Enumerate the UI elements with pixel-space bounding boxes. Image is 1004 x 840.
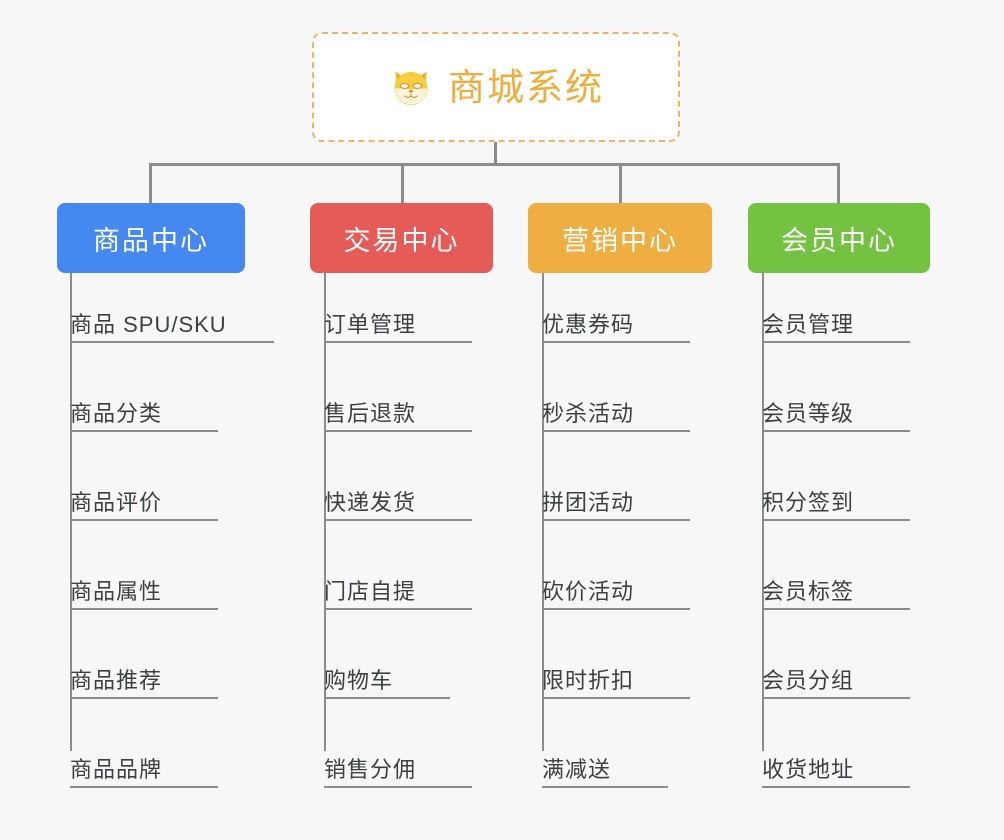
leaf-underline: [542, 430, 690, 432]
category-header-2[interactable]: 交易中心: [310, 203, 493, 273]
leaf-label: 商品 SPU/SKU: [70, 312, 227, 337]
leaf-label: 商品评价: [70, 490, 163, 515]
leaf-label: 商品品牌: [70, 757, 163, 782]
leaf-underline: [324, 430, 472, 432]
leaf-label: 商品分类: [70, 401, 163, 426]
root-node[interactable]: 商城系统: [312, 32, 680, 142]
trunk-line-4: [762, 273, 764, 751]
leaf-underline: [324, 608, 472, 610]
trunk-line-3: [542, 273, 544, 751]
leaf-label: 会员等级: [762, 401, 855, 426]
category-header-4[interactable]: 会员中心: [748, 203, 930, 273]
category-header-3[interactable]: 营销中心: [528, 203, 712, 273]
leaf-underline: [324, 341, 472, 343]
leaf-label: 销售分佣: [324, 757, 417, 782]
leaf-underline: [542, 341, 690, 343]
leaf-underline: [542, 786, 668, 788]
leaf-underline: [762, 430, 910, 432]
connector-horizontal-bus: [149, 163, 839, 166]
leaf-underline: [762, 341, 910, 343]
leaf-label: 会员分组: [762, 668, 855, 693]
leaf-label: 砍价活动: [542, 579, 635, 604]
leaf-label: 商品推荐: [70, 668, 163, 693]
leaf-underline: [70, 697, 218, 699]
leaf-label: 满减送: [542, 757, 612, 782]
connector-drop-3: [619, 163, 622, 203]
leaf-underline: [70, 786, 218, 788]
leaf-label: 商品属性: [70, 579, 163, 604]
leaf-underline: [542, 697, 690, 699]
leaf-label: 会员标签: [762, 579, 855, 604]
connector-drop-4: [837, 163, 840, 203]
connector-drop-2: [401, 163, 404, 203]
leaf-label: 拼团活动: [542, 490, 635, 515]
leaf-underline: [762, 519, 910, 521]
leaf-underline: [542, 519, 690, 521]
root-title: 商城系统: [448, 66, 604, 108]
category-title-3: 营销中心: [562, 225, 678, 256]
trunk-line-1: [70, 273, 72, 751]
leaf-label: 优惠券码: [542, 312, 635, 337]
leaf-underline: [324, 519, 472, 521]
leaf-underline: [70, 341, 274, 343]
leaf-underline: [324, 697, 450, 699]
leaf-label: 订单管理: [324, 312, 417, 337]
category-title-4: 会员中心: [781, 225, 897, 256]
leaf-label: 限时折扣: [542, 668, 635, 693]
leaf-label: 秒杀活动: [542, 401, 635, 426]
shiba-dog-icon: [388, 64, 434, 110]
leaf-label: 售后退款: [324, 401, 417, 426]
leaf-label: 门店自提: [324, 579, 417, 604]
leaf-underline: [70, 608, 218, 610]
leaf-label: 积分签到: [762, 490, 855, 515]
category-title-1: 商品中心: [93, 225, 209, 256]
leaf-underline: [542, 608, 690, 610]
leaf-label: 购物车: [324, 668, 394, 693]
leaf-label: 会员管理: [762, 312, 855, 337]
category-header-1[interactable]: 商品中心: [57, 203, 245, 273]
leaf-label: 快递发货: [324, 490, 417, 515]
leaf-underline: [324, 786, 472, 788]
leaf-underline: [762, 786, 910, 788]
connector-drop-1: [149, 163, 152, 203]
connector-root-stem: [494, 142, 497, 165]
leaf-underline: [762, 697, 910, 699]
leaf-underline: [762, 608, 910, 610]
category-title-2: 交易中心: [343, 225, 460, 256]
leaf-underline: [70, 519, 218, 521]
leaf-underline: [70, 430, 218, 432]
leaf-label: 收货地址: [762, 757, 855, 782]
trunk-line-2: [324, 273, 326, 751]
